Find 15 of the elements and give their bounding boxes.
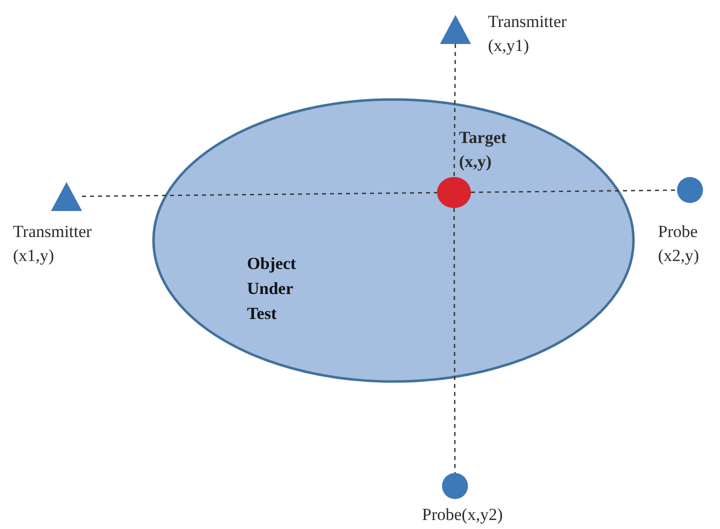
node-caption: Target (x,y) xyxy=(459,127,508,173)
ellipse-shape xyxy=(152,98,635,383)
dashed-line xyxy=(454,44,456,177)
node-caption: Transmitter (x,y1) xyxy=(488,11,568,57)
node-caption: Probe(x,y2) xyxy=(422,504,504,526)
dashed-line xyxy=(471,190,677,193)
dashed-line xyxy=(453,208,456,473)
object-label: Object Under Test xyxy=(247,253,298,325)
dashed-line xyxy=(82,192,437,197)
node-caption: Transmitter (x1,y) xyxy=(13,221,93,267)
triangle-marker xyxy=(51,182,82,211)
circle-dot xyxy=(442,473,468,499)
triangle-marker xyxy=(440,15,471,44)
circle-dot xyxy=(677,177,703,203)
node-caption: Probe (x2,y) xyxy=(658,221,700,267)
